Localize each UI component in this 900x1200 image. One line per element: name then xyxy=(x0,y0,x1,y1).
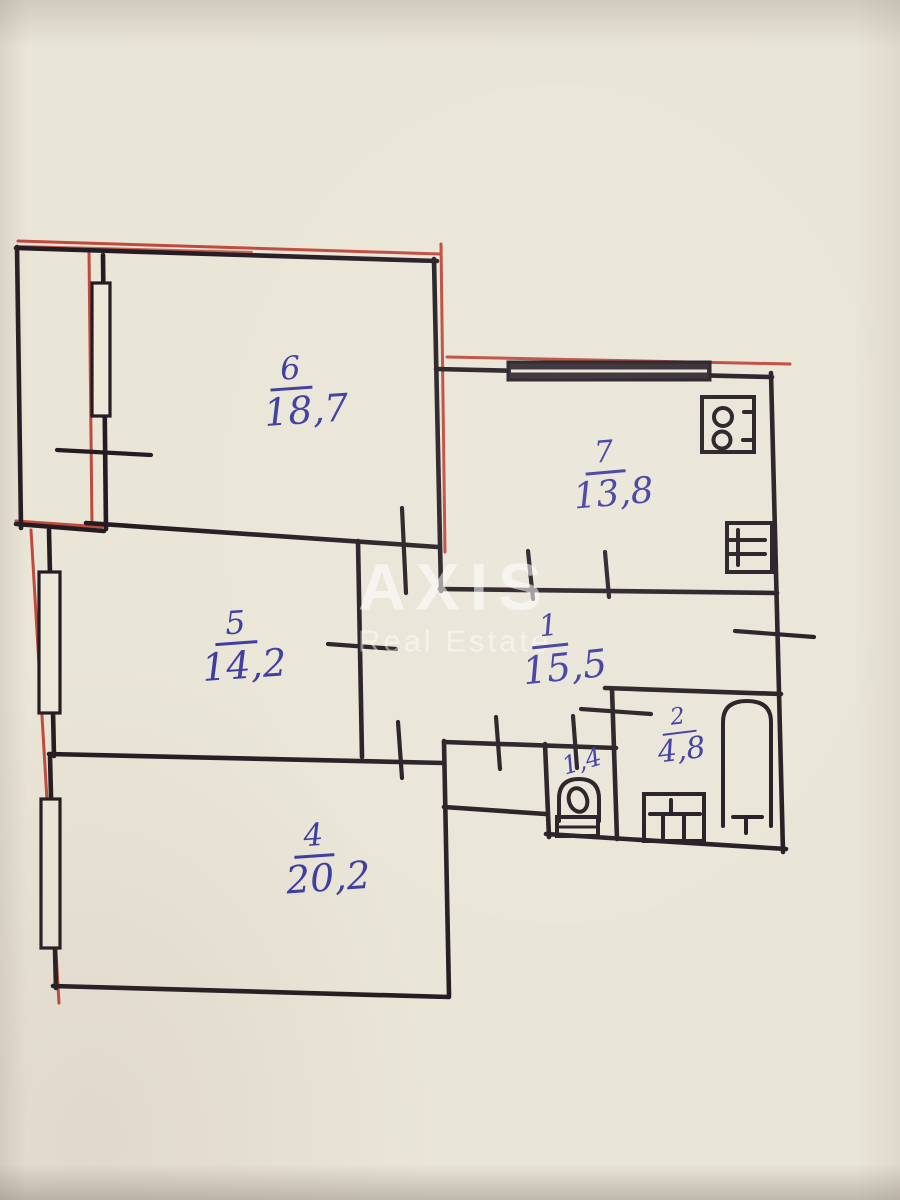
wall-hall-bottom xyxy=(441,739,619,751)
wall-bathroom-top xyxy=(602,685,784,697)
door-mark-entrance xyxy=(732,628,817,640)
window-kitchen xyxy=(506,360,712,382)
wall-balcony-left xyxy=(14,244,24,531)
door-mark-room4 xyxy=(395,719,405,781)
red-top-line xyxy=(16,239,442,256)
wall-room4-top xyxy=(46,751,447,766)
window-room6 xyxy=(90,281,112,418)
wall-room4-right xyxy=(441,738,452,998)
red-right-line xyxy=(439,242,447,554)
wall-wc-left xyxy=(542,741,552,840)
door-mark-wc xyxy=(570,713,580,771)
wall-room5-hall xyxy=(355,538,365,760)
wall-top xyxy=(13,245,440,264)
door-marks xyxy=(54,447,817,781)
wall-bathroom-left xyxy=(609,686,620,842)
door-mark-bathroom xyxy=(578,706,654,717)
kitchen-sink-icon xyxy=(725,521,774,574)
wall-balcony-bottom xyxy=(13,521,107,534)
door-mark-kitchen-left xyxy=(525,548,536,602)
window-room4 xyxy=(39,797,62,950)
windows xyxy=(37,281,712,950)
red-balcony-bottom-line xyxy=(14,519,104,529)
wall-right-exterior xyxy=(768,370,786,855)
door-mark-closet xyxy=(493,714,503,772)
wall-room4-bottom xyxy=(50,983,452,1000)
window-room5 xyxy=(37,570,62,715)
red-exterior-outline xyxy=(14,239,792,1005)
bathroom-sink-icon xyxy=(642,792,706,843)
door-mark-room5 xyxy=(325,641,399,652)
walls xyxy=(13,244,789,1000)
wall-room6-bottom xyxy=(83,520,441,550)
wall-closet-bottom xyxy=(441,804,549,817)
stove-icon xyxy=(700,395,756,454)
bathtub-icon xyxy=(721,698,773,835)
door-mark-balcony xyxy=(54,447,154,458)
toilet-icon xyxy=(555,776,601,838)
wall-room6-right xyxy=(431,256,444,594)
door-mark-kitchen-right xyxy=(602,549,612,600)
fixtures xyxy=(555,395,774,843)
door-mark-room6 xyxy=(399,505,409,596)
